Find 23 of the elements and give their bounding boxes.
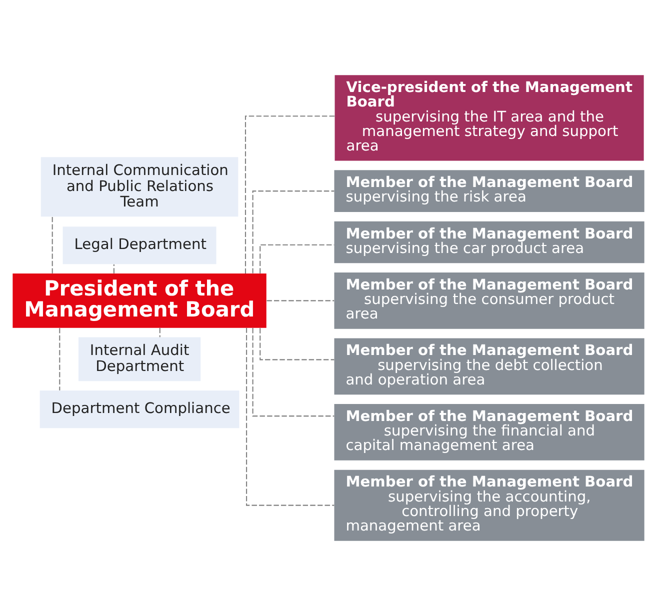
connector bbox=[52, 216, 53, 274]
node-box: Department Compliance bbox=[40, 390, 240, 428]
node-box: Vice-president of the Management Board supervising the IT area and the management strategy and support area bbox=[334, 75, 644, 161]
node-box: Member of the Management Board supervising the consumer product area bbox=[334, 272, 644, 329]
node-box: Member of the Management Board supervising the car product area bbox=[334, 221, 644, 264]
node-box: Member of the Management Board supervising the risk area bbox=[334, 170, 644, 212]
node-box: President of the Management Board bbox=[12, 274, 266, 328]
connector bbox=[159, 328, 160, 338]
connector bbox=[252, 328, 334, 417]
connector bbox=[113, 264, 114, 274]
connector bbox=[266, 300, 334, 302]
node-box: Internal Audit Department bbox=[78, 337, 201, 382]
connector bbox=[260, 244, 334, 274]
connector bbox=[246, 328, 334, 506]
connector bbox=[252, 190, 334, 274]
connector bbox=[260, 328, 334, 360]
node-box: Internal Communication and Public Relations Team bbox=[40, 157, 238, 217]
node-box: Legal Department bbox=[62, 226, 216, 264]
node-box: Member of the Management Board supervising the accounting, controlling and property management area bbox=[334, 470, 644, 541]
connector bbox=[59, 328, 60, 390]
node-box: Member of the Management Board supervising the debt collection and operation area bbox=[334, 338, 644, 395]
node-box: Member of the Management Board supervising the financial and capital management area bbox=[334, 404, 644, 460]
connector bbox=[244, 116, 335, 274]
